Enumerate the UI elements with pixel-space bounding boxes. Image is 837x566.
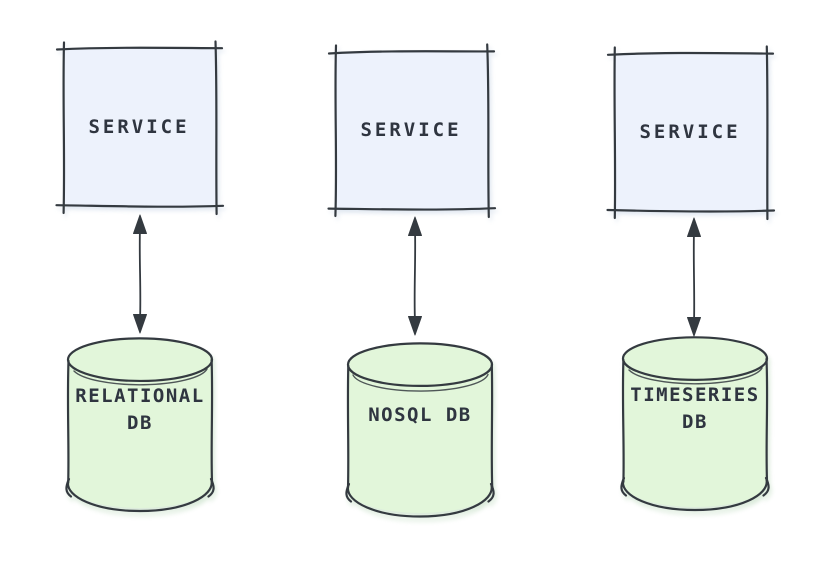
bidirectional-arrow-2: [402, 215, 428, 337]
arrow-head-up: [408, 216, 422, 236]
service-node-1: SERVICE: [54, 39, 225, 216]
arrow-head-down: [133, 314, 147, 334]
database-cylinder-shape: [65, 337, 215, 513]
database-label: RELATIONAL DB: [75, 385, 205, 434]
database-node-1: RELATIONAL DB: [64, 334, 216, 516]
database-label: TIMESERIES DB: [630, 384, 760, 433]
service-box-shape: [327, 43, 497, 219]
bidirectional-arrow-icon: [133, 214, 147, 334]
service-box-fill: [335, 51, 489, 210]
database-cylinder-fill: [623, 336, 767, 507]
service-label: SERVICE: [639, 121, 741, 143]
service-node-3: SERVICE: [605, 44, 776, 221]
service-box-shape: [55, 40, 225, 216]
bidirectional-arrow-3: [681, 216, 707, 338]
database-cylinder-fill: [348, 342, 492, 513]
arrow-head-up: [687, 217, 701, 237]
bidirectional-arrow-1: [127, 213, 153, 335]
database-node-2: NOSQL DB: [344, 339, 496, 521]
bidirectional-arrow-icon: [687, 217, 701, 337]
database-label: NOSQL DB: [368, 403, 472, 426]
arrow-head-up: [133, 214, 147, 234]
service-box-fill: [63, 48, 217, 207]
arrow-head-down: [687, 317, 701, 337]
database-node-3: TIMESERIES DB: [619, 333, 771, 515]
database-cylinder-shape: [620, 336, 770, 512]
service-label: SERVICE: [88, 116, 190, 138]
bidirectional-arrow-icon: [408, 216, 422, 336]
database-cylinder-shape: [345, 342, 495, 518]
service-node-2: SERVICE: [326, 42, 497, 219]
service-box-shape: [606, 45, 776, 221]
service-label: SERVICE: [360, 119, 462, 141]
arrow-head-down: [408, 316, 422, 336]
service-box-fill: [614, 53, 768, 212]
database-cylinder-fill: [68, 337, 212, 508]
